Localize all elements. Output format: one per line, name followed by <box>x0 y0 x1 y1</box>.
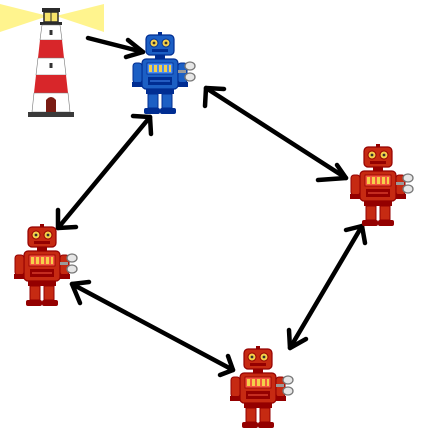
lighthouse-icon <box>0 4 104 117</box>
robot-icon <box>230 346 294 428</box>
arrow-left-robot-blue-robot <box>55 113 154 231</box>
arrow-bottom-robot-left-robot <box>69 279 236 378</box>
arrow-blue-robot-right-robot <box>202 85 349 183</box>
arrow-lighthouse-to-blue-robot <box>85 35 146 60</box>
robot-red-left <box>10 224 82 312</box>
robot-red-bottom <box>226 346 298 434</box>
robot-blue <box>128 32 200 120</box>
robot-red-right <box>346 144 418 232</box>
arrow-right-robot-bottom-robot <box>286 223 368 351</box>
robot-icon <box>132 32 196 114</box>
robot-icon <box>14 224 78 306</box>
robot-icon <box>350 144 414 226</box>
